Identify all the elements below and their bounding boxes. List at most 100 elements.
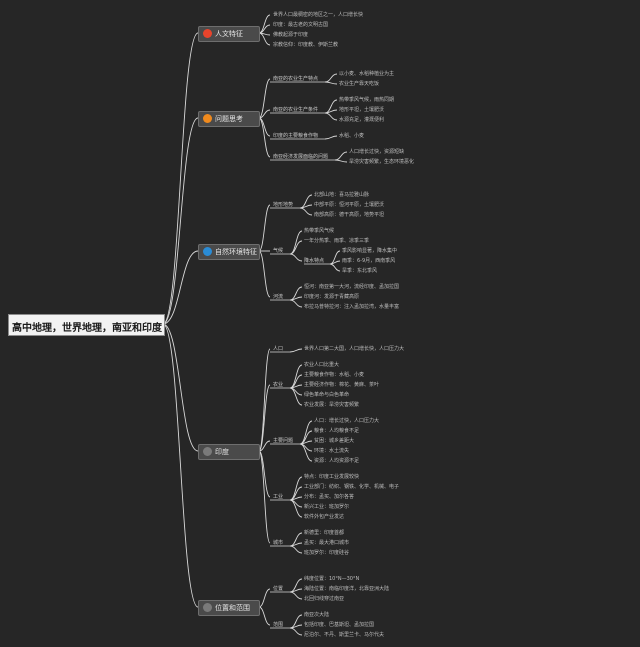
group-label: 农业 [273, 382, 284, 388]
leaf-connector [334, 151, 348, 161]
leaf-text: 班加罗尔：印度硅谷 [304, 550, 350, 556]
leaf-text: 绿色革命与白色革命 [304, 392, 350, 398]
group-label: 地形地势 [273, 202, 294, 208]
branch-connector [162, 323, 199, 452]
leaf-connector [289, 387, 303, 406]
leaf-connector [289, 499, 303, 518]
group-label: 印度的主要粮食作物 [273, 133, 319, 139]
branch-bullet-icon [203, 29, 212, 38]
leaf-text: 印度：最古老的文明古国 [273, 22, 329, 28]
group-connector [258, 117, 271, 137]
leaf-connector [258, 14, 271, 34]
leaf-connector [334, 159, 348, 163]
leaf-text: 水源充足，灌溉便利 [339, 117, 385, 123]
leaf-connector [289, 296, 303, 301]
group-connector [258, 606, 271, 626]
leaf-text: 旱季：东北季风 [342, 268, 378, 274]
leaf-text: 贫困：城乡差距大 [314, 438, 355, 444]
leaf-connector [324, 109, 338, 114]
branch-connector [162, 32, 199, 325]
branch-label: 印度 [215, 448, 229, 456]
leaf-text: 热带季风气候，雨热同期 [339, 97, 395, 103]
branch-node[interactable] [198, 600, 260, 616]
group-connector [258, 117, 271, 158]
branch-bullet-icon [203, 114, 212, 123]
leaf-text: 世界人口第二大国，人口增长快，人口压力大 [304, 346, 405, 352]
leaf-text: 粮食：人均粮食不足 [314, 428, 360, 434]
leaf-text: 人口：增长过快，人口压力大 [314, 418, 380, 424]
leaf-text: 地形平坦，土壤肥沃 [339, 107, 385, 113]
leaf-text: 资源：人均资源不足 [314, 458, 360, 464]
leaf-connector [324, 112, 338, 121]
leaf-text: 分布：孟买、加尔各答 [304, 494, 355, 500]
branch-label: 问题思考 [215, 115, 243, 123]
branch-node[interactable] [198, 111, 260, 127]
leaf-text: 北回归线穿过南亚 [304, 596, 345, 602]
leaf-text: 水稻、小麦 [339, 133, 365, 139]
subgroup-label: 降水特点 [304, 258, 325, 264]
subgroup-connector [289, 253, 303, 262]
leaf-connector [289, 299, 303, 308]
group-connector [258, 384, 271, 452]
branch-label: 自然环境特征 [215, 248, 257, 256]
branch-node[interactable] [198, 26, 260, 42]
leaf-text: 孟买：最大港口城市 [304, 540, 350, 546]
branch-node[interactable] [198, 444, 260, 460]
leaf-text: 主要经济作物：棉花、黄麻、茶叶 [304, 382, 380, 388]
group-connector [258, 450, 271, 544]
root-node[interactable] [8, 314, 165, 336]
leaf-text: 旱涝灾害频繁，生态环境恶化 [349, 159, 415, 165]
leaf-connector [289, 542, 303, 547]
leaf-text: 纬度位置：10°N—30°N [304, 576, 360, 582]
group-label: 南亚的农业生产条件 [273, 107, 319, 113]
leaf-text: 主要粮食作物：水稻、小麦 [304, 372, 365, 378]
branch-node[interactable] [198, 244, 260, 260]
leaf-text: 环境：水土流失 [314, 448, 350, 454]
leaf-connector [289, 364, 303, 389]
branch-connector [162, 250, 199, 325]
group-label: 南亚经济发展面临的问题 [273, 154, 329, 160]
group-connector [258, 78, 271, 119]
leaf-connector [289, 476, 303, 501]
leaf-connector [289, 591, 303, 600]
root-title: 高中地理，世界地理，南亚和印度 [12, 323, 162, 334]
group-connector [258, 109, 271, 119]
leaf-text: 人口增长过快，资源短缺 [349, 149, 405, 155]
leaf-text: 特点：印度工业发展较快 [304, 474, 360, 480]
leaf-connector [289, 624, 303, 629]
leaf-text: 农业发展：旱涝灾害频繁 [304, 402, 360, 408]
group-connector [258, 250, 271, 298]
leaf-connector [289, 545, 303, 554]
branch-bullet-icon [203, 447, 212, 456]
branch-connector [162, 323, 199, 608]
leaf-connector [299, 207, 313, 216]
leaf-text: 包括印度、巴基斯坦、孟加拉国 [304, 622, 375, 628]
leaf-connector [324, 73, 338, 83]
group-label: 范围 [273, 622, 284, 628]
leaf-connector [289, 240, 303, 255]
branch-label: 人文特征 [215, 30, 243, 38]
leaf-text: 尼泊尔、不丹、斯里兰卡、马尔代夫 [304, 632, 385, 638]
leaf-connector [329, 263, 341, 272]
leaf-text: 一年分热季、雨季、凉季三季 [304, 238, 370, 244]
leaf-text: 中部平原：恒河平原，土壤肥沃 [314, 202, 385, 208]
leaf-connector [324, 135, 338, 140]
group-label: 工业 [273, 494, 284, 500]
leaf-connector [299, 204, 313, 209]
leaf-connector [329, 260, 341, 265]
leaf-text: 季风影响显著，降水集中 [342, 248, 398, 254]
leaf-connector [289, 230, 303, 255]
group-label: 人口 [273, 346, 284, 352]
group-connector [258, 588, 271, 608]
group-label: 位置 [273, 586, 284, 592]
leaf-connector [289, 627, 303, 636]
leaf-text: 雨季：6-9月，西南季风 [342, 258, 396, 264]
leaf-text: 以小麦、水稻种植业为主 [339, 71, 395, 77]
group-label: 南亚的农业生产特点 [273, 76, 319, 82]
leaf-connector [258, 32, 271, 46]
branch-bullet-icon [203, 603, 212, 612]
leaf-connector [324, 81, 338, 85]
group-label: 城市 [273, 540, 284, 546]
group-connector [258, 348, 271, 452]
leaf-text: 印度河：发源于青藏高原 [304, 294, 360, 300]
